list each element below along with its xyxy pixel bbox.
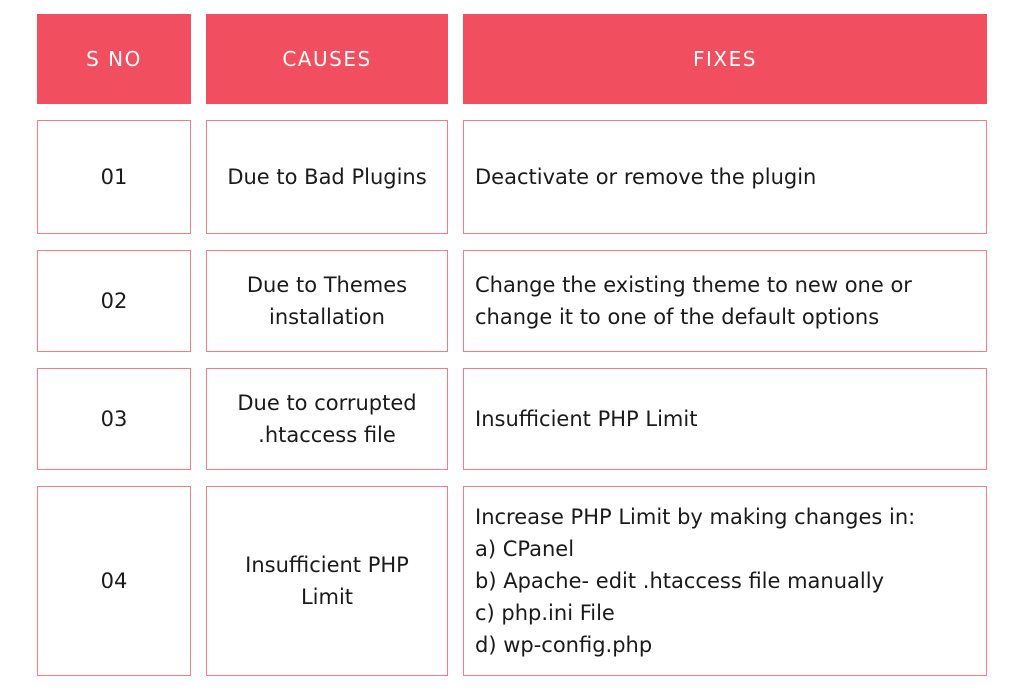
row-1-cause: Due to Bad Plugins: [206, 120, 448, 234]
row-2-cause: Due to Themes installation: [206, 250, 448, 352]
row-2-sno-text: 02: [100, 289, 128, 313]
row-3-cause-text: Due to corrupted .htaccess file: [237, 391, 417, 447]
header-causes: CAUSES: [206, 14, 448, 104]
row-3-fix: Insufficient PHP Limit: [463, 368, 987, 470]
row-4-fix-line: a) CPanel: [475, 537, 575, 561]
row-4-fix-lines: Increase PHP Limit by making changes in:…: [475, 501, 915, 661]
row-4-fix-line: b) Apache- edit .htaccess file manually: [475, 569, 885, 593]
row-4-fix-line: c) php.ini File: [475, 601, 615, 625]
row-3-sno: 03: [37, 368, 191, 470]
row-2-fix: Change the existing theme to new one or …: [463, 250, 987, 352]
row-3-sno-text: 03: [100, 407, 128, 431]
row-2-sno: 02: [37, 250, 191, 352]
row-4-fix-line: d) wp-config.php: [475, 633, 653, 657]
row-1-fix: Deactivate or remove the plugin: [463, 120, 987, 234]
header-sno-label: S NO: [86, 47, 142, 71]
row-2-cause-text: Due to Themes installation: [246, 273, 408, 329]
row-4-fix: Increase PHP Limit by making changes in:…: [463, 486, 987, 676]
row-4-sno: 04: [37, 486, 191, 676]
row-3-fix-lines: Insufficient PHP Limit: [475, 403, 697, 435]
header-fixes: FIXES: [463, 14, 987, 104]
row-4-cause-text: Insufficient PHP Limit: [245, 553, 409, 609]
header-fixes-label: FIXES: [693, 47, 757, 71]
row-1-fix-line: Deactivate or remove the plugin: [475, 165, 817, 189]
row-3-cause: Due to corrupted .htaccess file: [206, 368, 448, 470]
row-4-sno-text: 04: [100, 569, 128, 593]
row-3-fix-line: Insufficient PHP Limit: [475, 407, 698, 431]
row-4-fix-line: Increase PHP Limit by making changes in:: [475, 505, 916, 529]
row-1-sno: 01: [37, 120, 191, 234]
header-causes-label: CAUSES: [282, 47, 372, 71]
row-2-fix-lines: Change the existing theme to new one or …: [475, 269, 912, 333]
header-sno: S NO: [37, 14, 191, 104]
row-2-fix-line: change it to one of the default options: [475, 305, 880, 329]
row-1-cause-text: Due to Bad Plugins: [227, 165, 427, 189]
row-1-fix-lines: Deactivate or remove the plugin: [475, 161, 816, 193]
row-2-fix-line: Change the existing theme to new one or: [475, 273, 912, 297]
row-4-cause: Insufficient PHP Limit: [206, 486, 448, 676]
row-1-sno-text: 01: [100, 165, 128, 189]
